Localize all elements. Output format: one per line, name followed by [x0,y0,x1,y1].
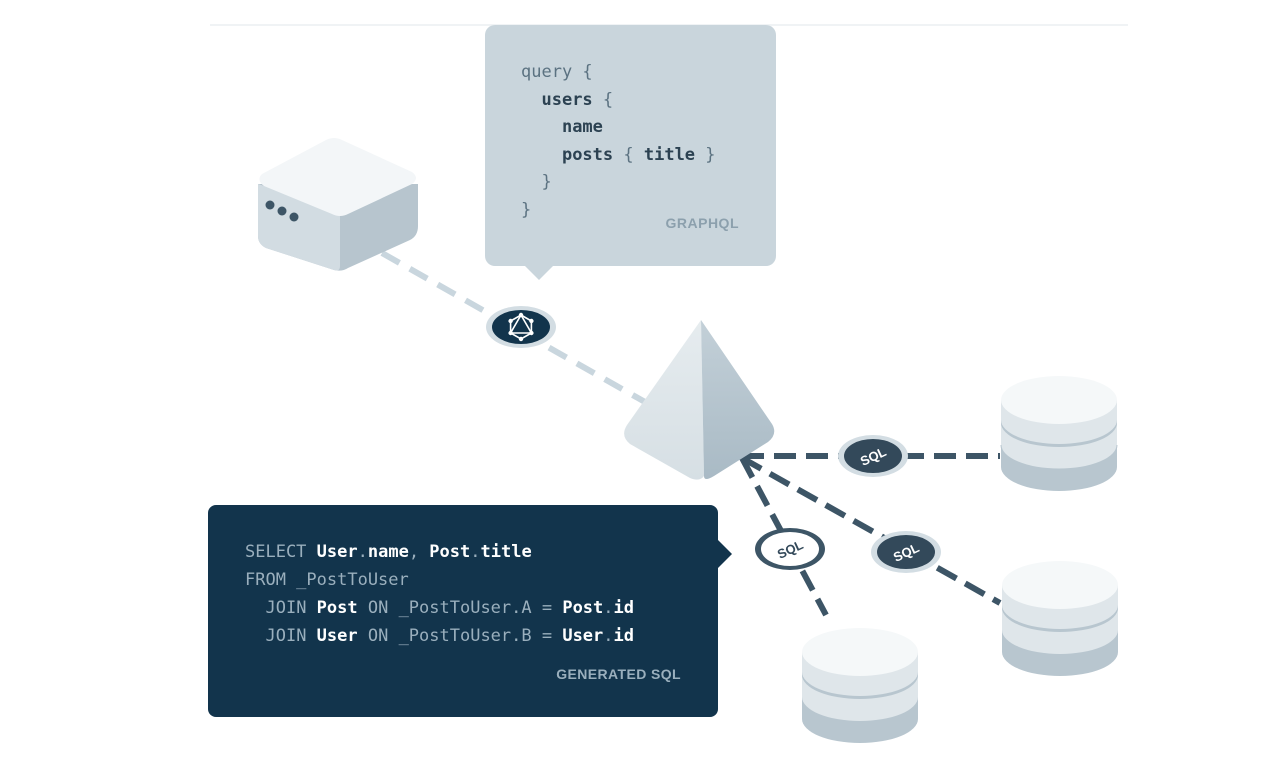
code-keyword: posts [561,144,614,165]
code-token: . [603,626,614,646]
code-keyword: Post [429,542,471,562]
code-keyword: Post [562,598,604,618]
sql-code-line: JOIN User ON _PostToUser.B = User.id [245,626,634,646]
code-keyword: Post [316,598,358,618]
graphql-query-bubble: query { users { name posts { title } } }… [485,25,776,280]
graphql-code-line: users { [521,90,613,110]
code-token: { [592,89,614,110]
code-token: } [541,172,552,192]
code-token: SELECT [245,542,317,562]
graphql-code-line: } [521,172,552,192]
connector-engine-to-db-right-bottom [740,455,1002,606]
code-token: } [695,144,716,165]
sql-code-line: JOIN Post ON _PostToUser.A = Post.id [245,598,634,618]
generated-sql-label: GENERATED SQL [556,666,681,682]
sql-badge-bottom: SQL [755,528,825,570]
code-token: JOIN [265,626,317,646]
code-keyword: id [613,626,635,646]
client-server-icon [258,138,418,271]
code-token: FROM _PostToUser [245,570,409,590]
graphql-code-line: query { [521,62,593,82]
code-token: JOIN [265,598,317,618]
graphql-code-line: name [521,117,603,137]
code-keyword: name [367,542,409,562]
code-keyword: users [541,89,593,110]
code-keyword: name [561,117,603,137]
code-keyword: User [316,626,358,646]
code-token: } [521,199,532,220]
code-keyword: title [480,542,532,562]
graphql-code-line: posts { title } [521,145,716,165]
sql-badge-top: SQL [838,435,908,477]
database-cylinder-icon [802,628,918,743]
prisma-pyramid-icon [624,320,775,480]
sql-code-line: SELECT User.name, Post.title [245,542,532,562]
graphql-label: GRAPHQL [665,215,739,231]
sql-badge-middle: SQL [871,531,941,573]
code-token: ON _PostToUser.B = [357,626,563,646]
code-token: . [603,598,614,618]
graphql-query-code: query { users { name posts { title } } } [521,59,716,224]
connector-client-to-engine [380,250,647,405]
bubble-tail [718,540,732,568]
database-cylinder-icon [1000,376,1118,491]
code-token: . [357,542,368,562]
code-keyword: User [316,542,358,562]
connector-engine-to-db-bottom [739,456,829,617]
database-cylinder-icon [1002,561,1118,676]
code-keyword: title [643,144,696,165]
code-token: query { [521,62,593,82]
code-token: . [470,542,481,562]
code-keyword: User [562,626,604,646]
code-token: { [613,144,644,165]
graphql-logo-icon [486,306,556,348]
generated-sql-code: SELECT User.name, Post.title FROM _PostT… [245,538,634,650]
generated-sql-bubble: SELECT User.name, Post.title FROM _PostT… [208,505,732,717]
code-token: ON _PostToUser.A = [357,598,563,618]
bubble-tail [525,266,553,280]
graphql-code-line: } [521,200,531,220]
code-keyword: id [613,598,635,618]
code-token: , [408,542,430,562]
sql-code-line: FROM _PostToUser [245,570,409,590]
